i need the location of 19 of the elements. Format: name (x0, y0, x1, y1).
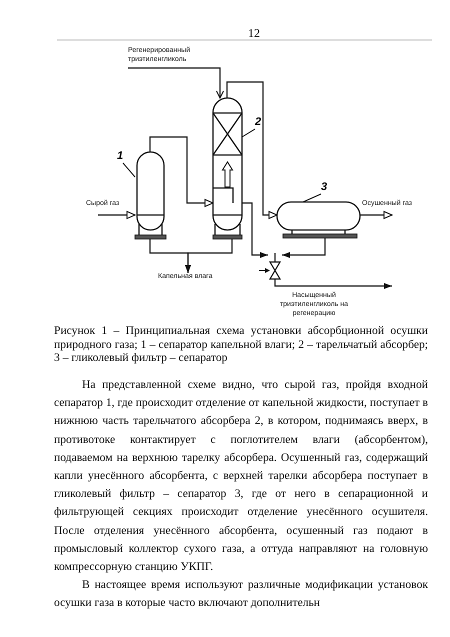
leader-line (302, 194, 322, 202)
pipe-arrow (282, 238, 326, 258)
page-number: 12 (247, 26, 261, 40)
pipe-arrow (149, 136, 214, 207)
figure-caption: Рисунок 1 – Принципиальная схема установки абсорбционной осушки природного газа; 1 – сепаратор капельной влаги; 2 – тарельчатый абсорбер; 3 – гликолевый фильтр – сепаратор (54, 324, 428, 365)
pipe-arrow (360, 211, 392, 219)
body-paragraph: В настоящее время используют различные модификации установок осушки газа в которые часто включают дополнительн (54, 577, 428, 612)
pipe-arrow (274, 283, 392, 289)
leader-line (122, 162, 136, 178)
pipe-arrow (185, 239, 233, 273)
pipe-arrow (242, 202, 268, 258)
callout-number: 2 (253, 116, 263, 129)
callout-number: 1 (115, 150, 125, 163)
callout-number: 3 (319, 181, 329, 194)
pipe-arrow (128, 67, 224, 98)
pipe-arrow (98, 211, 136, 219)
pipe-arrow (226, 81, 278, 219)
body-paragraph: На представленной схеме видно, что сырой газ, пройдя входной сепаратор 1, где происходит отделение от капельной жидкости, поступает в нижнюю часть тарельчатого абсорбера 2, в котором, поднимаясь вверх, в противотоке контактирует с поглотителем влаги (абсорбентом), подаваемом на верхнюю тарелку абсорбера. Осушенный газ, содержащий капли унесённого абсорбента, с верхней тарелки абсорбера поступает в гликолевый фильтр – сепаратор 3, где от него в сепарационной и фильтрующей секциях происходит отделение унесённого осушителя. После отделения унесённого абсорбента, осушенный газ подают в промысловый коллектор сухого газа, а оттуда направляют на головную компрессорную станцию УКПГ. (54, 377, 428, 576)
leader-line (242, 128, 256, 138)
